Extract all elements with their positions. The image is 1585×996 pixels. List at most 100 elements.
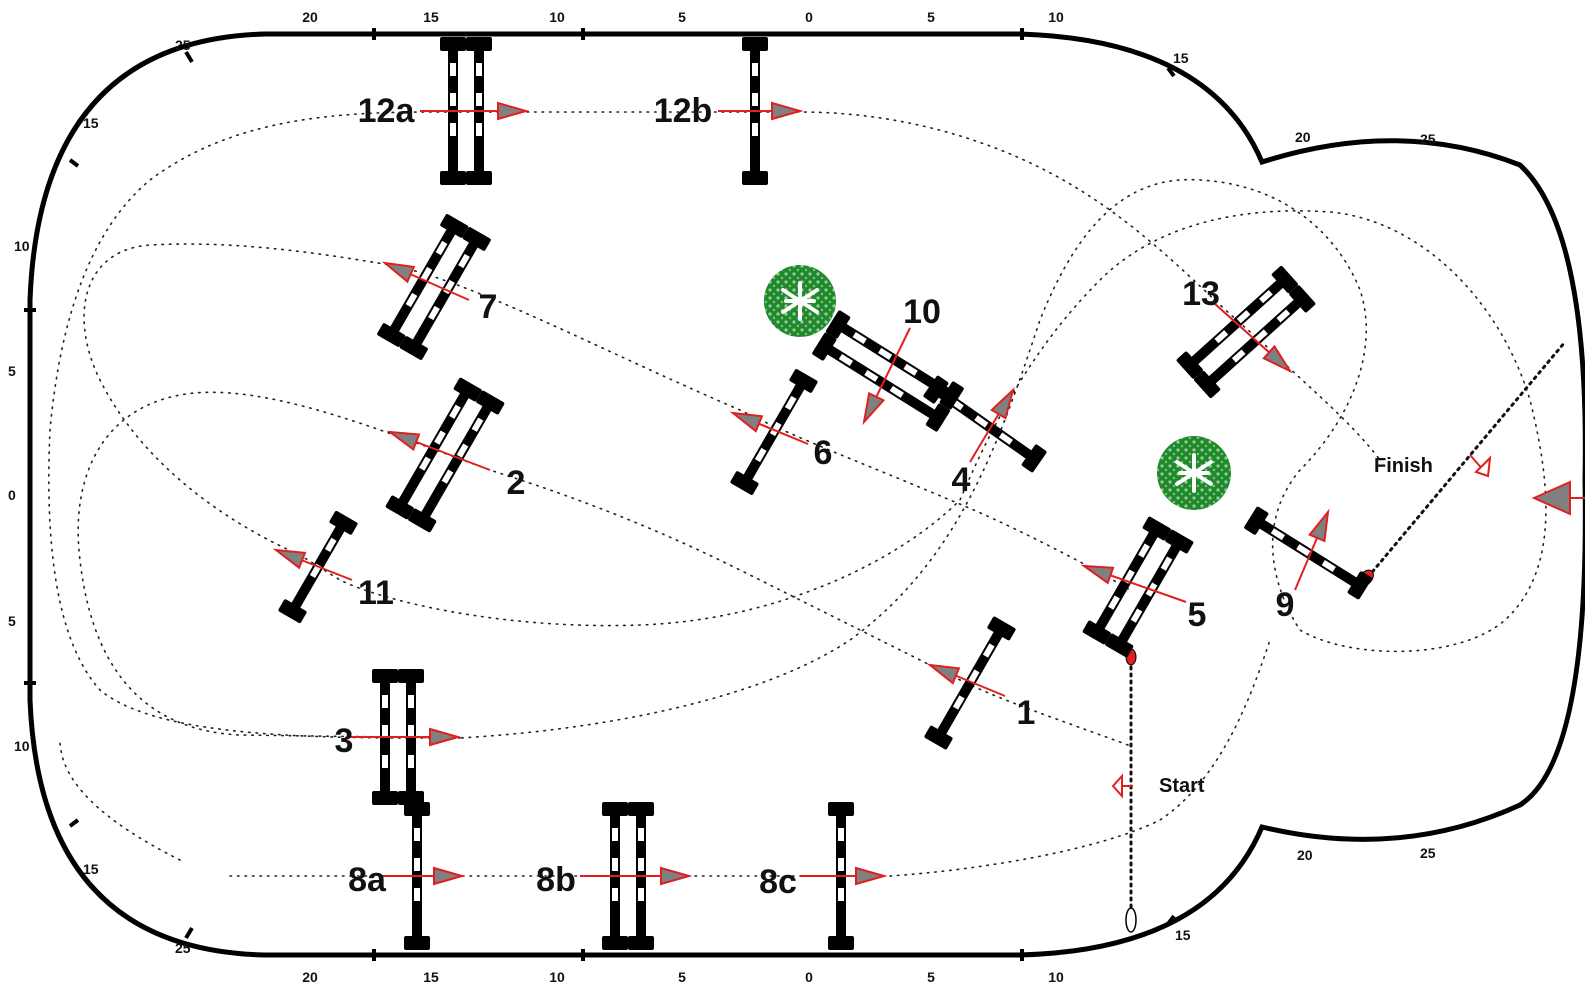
- jump-12a-arrow: [420, 101, 530, 121]
- jump-13-poles: [1176, 265, 1316, 399]
- jump-8b-label: 8b: [536, 861, 576, 899]
- jump-5: 5: [1080, 516, 1207, 658]
- jump-3-arrow: [348, 727, 462, 747]
- jump-8c-arrow: [800, 866, 888, 886]
- svg-text:15: 15: [1175, 927, 1191, 943]
- svg-text:5: 5: [927, 969, 935, 985]
- jump-7: 7: [377, 214, 498, 360]
- jump-4: 4: [923, 375, 1047, 499]
- svg-text:10: 10: [14, 738, 30, 754]
- jump-1-poles: [924, 616, 1016, 750]
- jump-7-label: 7: [479, 288, 498, 326]
- jump-5-arrow: [1080, 564, 1187, 603]
- svg-text:10: 10: [549, 9, 565, 25]
- scale-left: 10 5 0 5 10: [8, 238, 30, 754]
- jump-10-label: 10: [903, 293, 941, 331]
- jump-8a: 8a: [348, 802, 466, 950]
- svg-text:5: 5: [927, 9, 935, 25]
- svg-text:5: 5: [678, 9, 686, 25]
- jump-2-label: 2: [507, 464, 526, 502]
- svg-text:5: 5: [8, 613, 16, 629]
- svg-text:25: 25: [1420, 845, 1436, 861]
- svg-text:20: 20: [302, 969, 318, 985]
- jump-2-poles: [385, 377, 505, 533]
- riding-route: [48, 111, 1547, 877]
- jump-11: 11: [272, 511, 394, 623]
- fence-ticks: [24, 28, 1176, 961]
- arena-fence: [27, 31, 1585, 958]
- jump-11-label: 11: [358, 574, 394, 612]
- jump-7-arrow: [381, 261, 470, 301]
- jump-6-arrow: [729, 411, 809, 445]
- jump-9: 9: [1244, 506, 1372, 624]
- svg-text:15: 15: [423, 9, 439, 25]
- jump-2-arrow: [386, 430, 491, 471]
- jump-6-label: 6: [814, 434, 833, 472]
- jump-11-arrow: [272, 548, 353, 581]
- svg-text:20: 20: [1297, 847, 1313, 863]
- jump-8c-label: 8c: [759, 863, 797, 901]
- start-label: Start: [1159, 775, 1205, 797]
- jump-1-label: 1: [1017, 694, 1036, 732]
- jump-6: 6: [729, 369, 833, 495]
- jump-10: 10: [812, 293, 964, 432]
- jump-3-label: 3: [335, 722, 354, 760]
- jump-12a-label: 12a: [358, 92, 416, 130]
- jump-12b-arrow: [718, 101, 804, 121]
- jump-9-arrow: [1294, 508, 1330, 591]
- jump-8a-arrow: [382, 866, 466, 886]
- finish-arrow: [1469, 454, 1492, 478]
- jump-4-arrow: [969, 386, 1015, 463]
- svg-text:10: 10: [549, 969, 565, 985]
- svg-text:10: 10: [1048, 969, 1064, 985]
- gate-arrow-right: [1531, 480, 1585, 516]
- start-arrow: [1111, 773, 1133, 799]
- svg-text:0: 0: [805, 9, 813, 25]
- jump-1-arrow: [926, 663, 1006, 697]
- jump-13: 13: [1176, 265, 1316, 399]
- jump-8a-label: 8a: [348, 861, 387, 899]
- jump-8b-arrow: [580, 866, 693, 886]
- jump-6-poles: [730, 369, 818, 495]
- svg-text:0: 0: [805, 969, 813, 985]
- svg-text:15: 15: [83, 861, 99, 877]
- jump-1: 1: [924, 616, 1036, 750]
- svg-text:25: 25: [1420, 131, 1436, 147]
- start-line: [1125, 648, 1137, 933]
- svg-text:5: 5: [8, 363, 16, 379]
- jump-8b: 8b: [536, 802, 693, 950]
- jump-5-poles: [1082, 516, 1194, 658]
- svg-text:25: 25: [175, 37, 191, 53]
- svg-text:15: 15: [423, 969, 439, 985]
- jump-9-label: 9: [1276, 586, 1295, 624]
- jump-3: 3: [335, 669, 462, 805]
- scale-top: 20 15 10 5 0 5 10: [302, 9, 1064, 25]
- jump-8c: 8c: [759, 802, 888, 950]
- jump-4-label: 4: [952, 461, 971, 499]
- jump-12b-label: 12b: [654, 92, 713, 130]
- jump-12a: 12a: [358, 37, 530, 185]
- svg-text:25: 25: [175, 940, 191, 956]
- jump-12b: 12b: [654, 37, 804, 185]
- jumps-layer: 1 2 3 4 5 6 7 8a 8b 8c 9 10 11 12a 12b 13: [272, 37, 1372, 950]
- shrub-upper: [764, 265, 836, 337]
- jump-2: 2: [385, 377, 525, 533]
- jump-13-arrow: [1214, 303, 1293, 374]
- jump-7-poles: [377, 214, 491, 360]
- svg-text:20: 20: [1295, 129, 1311, 145]
- svg-text:20: 20: [302, 9, 318, 25]
- svg-text:15: 15: [83, 115, 99, 131]
- jump-13-label: 13: [1182, 275, 1220, 313]
- svg-text:15: 15: [1173, 50, 1189, 66]
- jump-5-label: 5: [1188, 596, 1207, 634]
- svg-text:5: 5: [678, 969, 686, 985]
- jump-10-arrow: [862, 327, 911, 426]
- svg-text:10: 10: [14, 238, 30, 254]
- finish-label: Finish: [1374, 455, 1433, 477]
- jump-9-poles: [1244, 506, 1372, 600]
- corner-marks: 25 15 15 20 25 15 25 15 20 25: [83, 37, 1436, 956]
- shrub-lower: [1157, 436, 1231, 510]
- svg-text:0: 0: [8, 487, 16, 503]
- svg-text:10: 10: [1048, 9, 1064, 25]
